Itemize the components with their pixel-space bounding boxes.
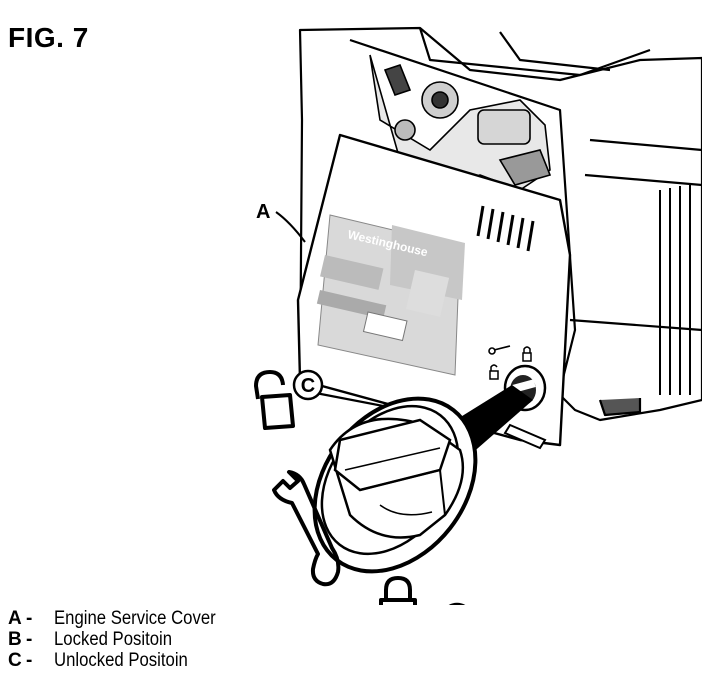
- legend-key: B: [8, 629, 22, 650]
- legend-separator: -: [26, 650, 33, 671]
- lock-small-icon: [522, 346, 532, 362]
- side-vent: [659, 184, 691, 395]
- legend-item: A-Engine Service Cover: [8, 608, 238, 629]
- legend-item: B-Locked Positoin: [8, 629, 238, 650]
- callout-b: B: [448, 602, 466, 605]
- wrench-icon: [272, 470, 341, 587]
- legend-separator: -: [26, 629, 33, 650]
- wrench-small-icon: [488, 345, 511, 355]
- legend-text: Engine Service Cover: [54, 608, 216, 629]
- legend-key: A: [8, 608, 22, 629]
- enlarged-knob: [312, 396, 478, 574]
- generator-diagram: Westinghouse: [254, 26, 702, 605]
- figure-title: FIG. 7: [8, 22, 89, 53]
- unlock-icon: [254, 370, 295, 430]
- engine-service-cover: Westinghouse: [296, 133, 572, 450]
- lock-icon: [379, 576, 417, 605]
- legend-key: C: [8, 650, 22, 671]
- unlock-small-icon: [489, 364, 499, 380]
- legend: A-Engine Service Cover B-Locked Positoin…: [8, 608, 238, 671]
- callout-a: A: [256, 201, 306, 243]
- legend-item: C-Unlocked Positoin: [8, 650, 238, 671]
- legend-text: Locked Positoin: [54, 629, 173, 650]
- svg-text:A: A: [256, 201, 270, 223]
- callout-c: C: [292, 369, 324, 401]
- legend-separator: -: [26, 608, 33, 629]
- legend-text: Unlocked Positoin: [54, 650, 188, 671]
- svg-text:C: C: [301, 375, 315, 397]
- cover-vent: [476, 205, 535, 252]
